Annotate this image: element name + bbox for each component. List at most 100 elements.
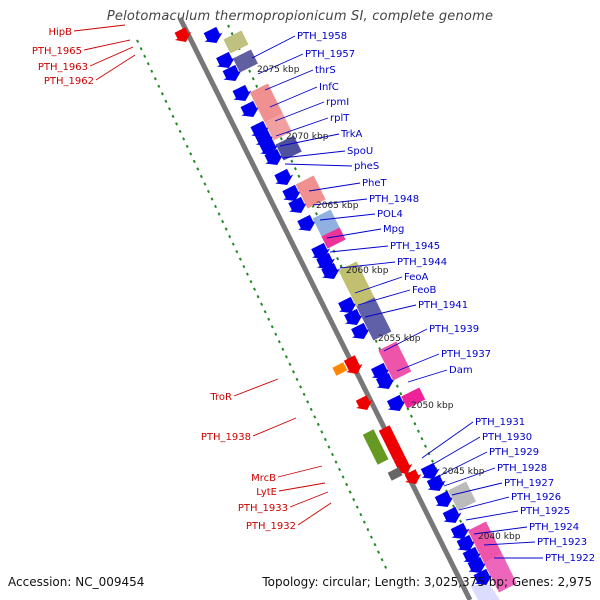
callout-line bbox=[319, 213, 376, 221]
gene-label-thrs: thrS bbox=[315, 65, 336, 76]
gene-arrow-forward bbox=[344, 308, 363, 325]
gene-arrow-forward bbox=[321, 262, 340, 279]
genome-backbone bbox=[177, 16, 473, 600]
tick-left bbox=[171, 114, 175, 118]
tick-left bbox=[228, 234, 232, 239]
tick-left bbox=[352, 497, 356, 502]
gene-label-pth_1965: PTH_1965 bbox=[32, 46, 82, 57]
callout-line bbox=[407, 369, 448, 383]
callout-line bbox=[465, 510, 519, 521]
gene-arrow-forward bbox=[351, 322, 370, 339]
callout-line bbox=[89, 46, 134, 67]
tick-left bbox=[369, 535, 373, 539]
gene-label-pth_1922: PTH_1922 bbox=[545, 553, 595, 564]
gene-block bbox=[378, 425, 405, 461]
scale-label: 2045 kbp bbox=[442, 467, 485, 477]
tick-left bbox=[362, 520, 366, 524]
gene-block bbox=[321, 227, 346, 249]
gene-arrow-forward bbox=[456, 534, 476, 551]
gene-arrow-reverse bbox=[343, 355, 363, 374]
callout-line bbox=[289, 491, 329, 508]
callout-line bbox=[257, 53, 304, 75]
tick-right bbox=[227, 24, 231, 28]
tick-right bbox=[374, 339, 378, 343]
gene-block bbox=[275, 135, 302, 161]
gene-label-dam: Dam bbox=[449, 365, 473, 376]
tick-left bbox=[160, 92, 164, 96]
gene-label-pth_1930: PTH_1930 bbox=[482, 432, 532, 443]
tick-left bbox=[189, 152, 193, 156]
callout-line bbox=[443, 467, 496, 487]
callouts: PTH_1958PTH_1957thrSInfCrpmIrplTTrkASpoU… bbox=[32, 24, 595, 564]
tick-right bbox=[409, 414, 413, 418]
tick-left bbox=[249, 280, 253, 284]
gene-label-pth_1939: PTH_1939 bbox=[429, 324, 479, 335]
gene-label-pth_1923: PTH_1923 bbox=[537, 537, 587, 548]
callout-line bbox=[264, 69, 314, 91]
tick-right bbox=[395, 384, 399, 388]
tick-left bbox=[178, 129, 182, 134]
gene-arrow-forward bbox=[375, 372, 395, 389]
gene-block bbox=[232, 49, 258, 73]
tick-left bbox=[182, 137, 186, 141]
tick-right bbox=[423, 444, 427, 448]
tick-left bbox=[185, 144, 189, 149]
gene-block bbox=[264, 113, 292, 141]
gene-label-rpmi: rpmI bbox=[326, 97, 349, 108]
gene-arrow-forward bbox=[338, 296, 357, 313]
gene-label-pth_1926: PTH_1926 bbox=[511, 492, 561, 503]
scale-label: 2050 kbp bbox=[411, 401, 454, 411]
gene-label-pth_1957: PTH_1957 bbox=[305, 49, 355, 60]
tick-left bbox=[341, 475, 345, 479]
tick-left bbox=[139, 47, 143, 51]
gene-block bbox=[448, 481, 477, 511]
callout-line bbox=[436, 451, 488, 478]
gene-arrow-forward bbox=[420, 462, 440, 479]
gene-block bbox=[223, 30, 249, 54]
gene-label-spou: SpoU bbox=[347, 146, 373, 157]
tick-left bbox=[153, 77, 157, 81]
tick-left bbox=[302, 392, 306, 397]
callout-line bbox=[312, 198, 368, 206]
callout-line bbox=[297, 502, 332, 526]
callout-line bbox=[383, 328, 428, 352]
tick-left bbox=[288, 362, 292, 366]
gene-block bbox=[378, 341, 412, 381]
tick-left bbox=[348, 490, 352, 494]
callout-line bbox=[396, 353, 440, 372]
tick-left bbox=[146, 62, 150, 66]
gene-arrow-forward bbox=[264, 148, 284, 165]
callout-line bbox=[326, 228, 382, 239]
gene-arrow-reverse bbox=[404, 469, 422, 484]
tick-left bbox=[192, 159, 196, 164]
tick-right bbox=[314, 212, 318, 216]
gene-label-mrcb: MrcB bbox=[251, 473, 276, 484]
tick-right bbox=[248, 69, 252, 73]
tick-left bbox=[345, 482, 349, 487]
gene-arrow-forward bbox=[386, 394, 406, 411]
tick-left bbox=[320, 430, 324, 434]
gene-label-pth_1932: PTH_1932 bbox=[246, 521, 296, 532]
tick-left bbox=[274, 332, 278, 336]
callout-line bbox=[275, 117, 329, 137]
tick-left bbox=[256, 295, 260, 299]
gene-label-feoa: FeoA bbox=[404, 272, 428, 283]
tick-left bbox=[291, 370, 295, 374]
callout-line bbox=[95, 54, 136, 81]
scale-label: 2060 kbp bbox=[346, 266, 389, 276]
tick-left bbox=[309, 407, 313, 412]
halo bbox=[470, 585, 500, 600]
callout-line bbox=[308, 182, 361, 192]
gene-label-mpg: Mpg bbox=[383, 224, 404, 235]
tick-right bbox=[430, 459, 434, 463]
tick-left bbox=[167, 107, 171, 111]
gene-label-pth_1944: PTH_1944 bbox=[397, 257, 447, 268]
gene-label-pth_1929: PTH_1929 bbox=[489, 447, 539, 458]
tick-left bbox=[143, 54, 147, 58]
gene-arrow-forward bbox=[442, 506, 462, 523]
gene-arrow-reverse bbox=[174, 27, 192, 42]
scale-label: 2040 kbp bbox=[478, 532, 521, 542]
callout-line bbox=[421, 421, 474, 459]
tick-right bbox=[339, 264, 343, 268]
